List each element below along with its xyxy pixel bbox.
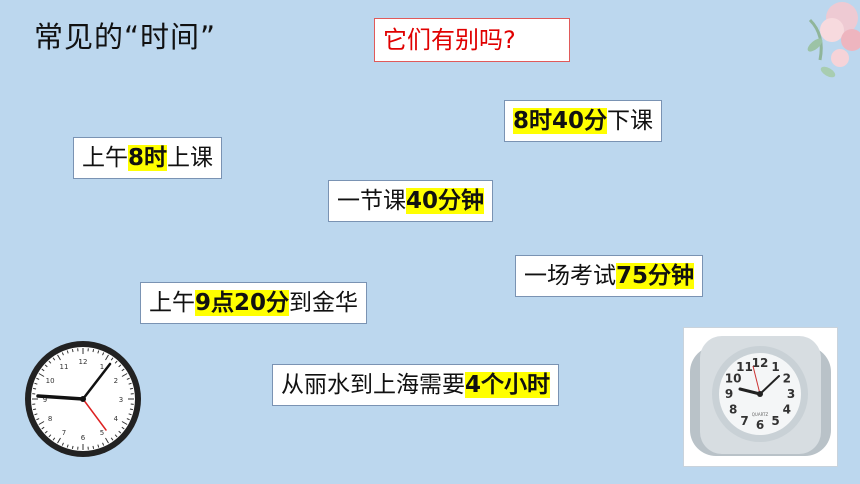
clock-tick bbox=[48, 434, 52, 438]
clock-tick bbox=[126, 377, 130, 380]
clock-tick bbox=[36, 377, 40, 380]
clock-number: 2 bbox=[114, 377, 118, 385]
label-text: 一节课 bbox=[337, 188, 406, 214]
clock-tick bbox=[121, 426, 125, 430]
clock-number: 1 bbox=[771, 360, 779, 374]
highlighted-time: 9点20分 bbox=[195, 290, 290, 316]
clock-number: 12 bbox=[79, 358, 88, 366]
clock-tick bbox=[121, 373, 128, 377]
clock-number: 7 bbox=[62, 429, 66, 437]
clock-tick bbox=[114, 434, 118, 438]
clock-tick bbox=[34, 382, 38, 385]
label-box-class-duration: 一节课40分钟 bbox=[328, 180, 494, 222]
label-box-travel-duration: 从丽水到上海需要4个小时 bbox=[272, 364, 560, 406]
clock-number: 6 bbox=[81, 434, 86, 442]
label-box-class-end: 8时40分下课 bbox=[504, 100, 663, 142]
clock-number: 8 bbox=[48, 415, 52, 423]
label-box-class-start: 上午8时上课 bbox=[73, 137, 223, 179]
clock-number: 9 bbox=[43, 396, 47, 404]
clock-number: 3 bbox=[787, 387, 795, 401]
clock-tick bbox=[129, 408, 133, 411]
highlighted-time: 4个小时 bbox=[465, 372, 551, 398]
clock-tick bbox=[38, 373, 45, 377]
clock-tick bbox=[121, 421, 128, 425]
clock-number: 12 bbox=[752, 356, 769, 370]
clock-tick bbox=[33, 387, 37, 390]
clock-tick bbox=[110, 437, 114, 441]
clock-tick bbox=[44, 364, 48, 368]
clock-number: 2 bbox=[783, 372, 791, 386]
clock-tick bbox=[61, 352, 64, 356]
clock-tick bbox=[102, 352, 105, 356]
highlighted-time: 75分钟 bbox=[616, 263, 695, 289]
clock-tick bbox=[36, 418, 40, 421]
clock-number: 10 bbox=[725, 372, 742, 386]
clock-tick bbox=[52, 357, 56, 361]
clock-tick bbox=[34, 413, 38, 416]
label-box-exam-duration: 一场考试75分钟 bbox=[515, 255, 704, 297]
clock-number: 7 bbox=[740, 414, 748, 428]
clock-number: 10 bbox=[46, 377, 55, 385]
clock-tick bbox=[44, 430, 48, 434]
clock-tick bbox=[128, 413, 132, 416]
clock-tick bbox=[92, 349, 95, 353]
clock-tick bbox=[33, 408, 37, 411]
label-text: 到金华 bbox=[289, 290, 359, 316]
clock-tick bbox=[52, 437, 56, 441]
clock-number: 11 bbox=[60, 363, 69, 371]
clock-number: 8 bbox=[729, 403, 737, 417]
clock-tick bbox=[105, 437, 109, 444]
label-text: 上课 bbox=[167, 145, 214, 171]
clock-tick bbox=[71, 349, 74, 353]
clock-tick bbox=[121, 368, 125, 372]
clock-tick bbox=[118, 364, 122, 368]
highlighted-time: 8时 bbox=[128, 145, 168, 171]
clock-tick bbox=[66, 350, 69, 354]
clock-tick bbox=[97, 444, 100, 448]
clock-number: 3 bbox=[119, 396, 123, 404]
clock-tick bbox=[97, 350, 100, 354]
clock-number: 4 bbox=[783, 403, 791, 417]
label-text: 从丽水到上海需要 bbox=[281, 372, 465, 398]
clock-tick bbox=[110, 357, 114, 361]
clock-number: 1 bbox=[100, 363, 104, 371]
clock-number: 5 bbox=[771, 414, 779, 428]
label-text: 下课 bbox=[607, 108, 654, 134]
clock-tick bbox=[48, 360, 52, 364]
label-text: 上午 bbox=[82, 145, 128, 171]
clock-tick bbox=[118, 430, 122, 434]
clock-number: 11 bbox=[736, 360, 753, 374]
clock-tick bbox=[61, 442, 64, 446]
clock-tick bbox=[57, 354, 61, 361]
clock-number: 5 bbox=[100, 429, 104, 437]
clock-tick bbox=[38, 421, 45, 425]
clock-tick bbox=[126, 418, 130, 421]
label-text: 上午 bbox=[149, 290, 195, 316]
clock-tick bbox=[41, 426, 45, 430]
clock-tick bbox=[128, 382, 132, 385]
question-box: 它们有别吗? bbox=[374, 18, 570, 62]
clock-brand: QUARTZ bbox=[752, 412, 769, 417]
clock-tick bbox=[66, 444, 69, 448]
clock-tick bbox=[41, 368, 45, 372]
clock-number: 4 bbox=[114, 415, 119, 423]
clock-tick bbox=[57, 437, 61, 444]
highlighted-time: 40分钟 bbox=[406, 188, 485, 214]
label-text: 一场考试 bbox=[524, 263, 616, 289]
clock-number: 6 bbox=[756, 418, 764, 432]
highlighted-time: 8时40分 bbox=[513, 108, 608, 134]
clock-number: 9 bbox=[725, 387, 733, 401]
clock-tick bbox=[129, 387, 133, 390]
flower-decoration-icon bbox=[807, 2, 860, 78]
slide-title: 常见的“时间” bbox=[34, 20, 217, 54]
clock-tick bbox=[71, 445, 74, 449]
clock-tick bbox=[105, 354, 109, 361]
clock-tick bbox=[102, 442, 105, 446]
clock-tick bbox=[114, 360, 118, 364]
label-box-arrive-jinhua: 上午9点20分到金华 bbox=[140, 282, 368, 324]
clock-tick bbox=[92, 445, 95, 449]
